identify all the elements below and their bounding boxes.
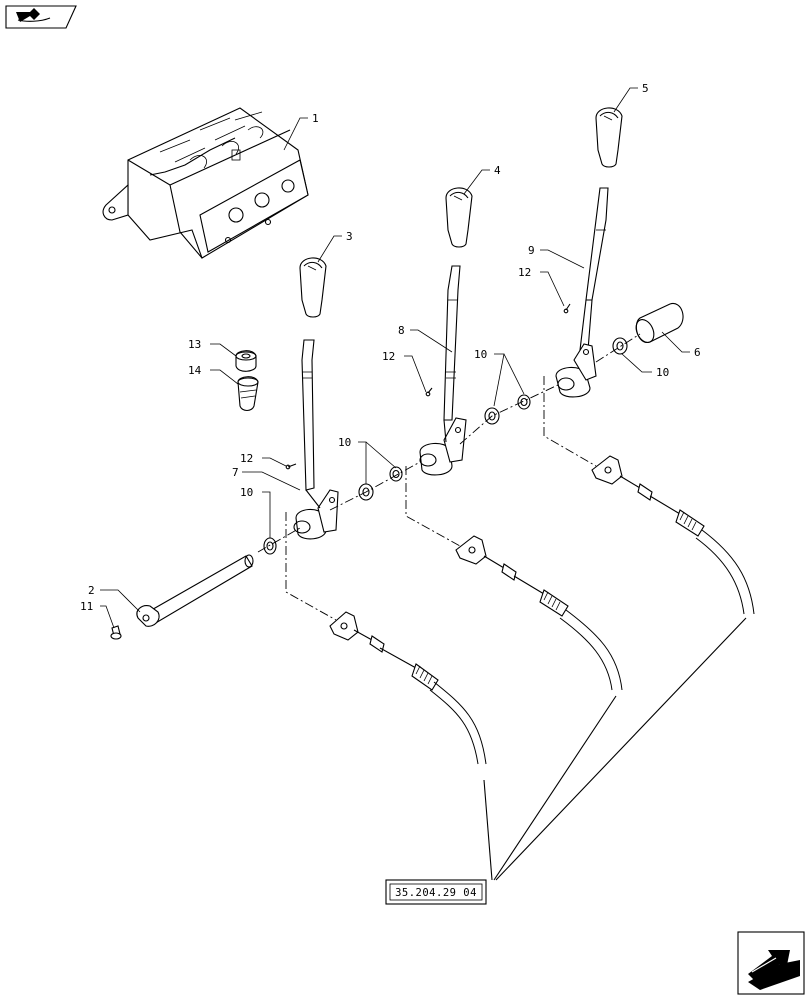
callout-10-b: 10 [338, 436, 351, 449]
roll-pin-12b [425, 387, 433, 397]
callout-6: 6 [694, 346, 701, 359]
callout-1: 1 [312, 112, 319, 125]
book-arrow-icon[interactable] [5, 5, 77, 29]
reference-leaders [483, 617, 747, 881]
callout-10-c: 10 [474, 348, 487, 361]
roll-pin-12c [563, 303, 571, 314]
control-cable-3 [591, 455, 755, 615]
callout-9: 9 [528, 244, 535, 257]
pivot-shaft-2 [136, 554, 254, 627]
screw-11 [110, 625, 122, 640]
threaded-insert-14 [237, 376, 259, 412]
reference-code: 35.204.29 04 [395, 887, 477, 899]
callout-10-a: 10 [240, 486, 253, 499]
control-cable-2 [455, 535, 623, 691]
shift-gate-housing [102, 107, 309, 259]
callout-5: 5 [642, 82, 649, 95]
shift-lever-7 [293, 339, 339, 540]
bushing-6 [635, 303, 684, 343]
nut-13 [235, 350, 257, 372]
knob-4 [445, 187, 473, 248]
callout-13: 13 [188, 338, 201, 351]
roll-pin-12a [285, 463, 297, 470]
knob-5 [595, 107, 623, 168]
shift-lever-8 [419, 265, 467, 476]
callout-4: 4 [494, 164, 501, 177]
callout-labels: 1 3 4 5 6 7 8 9 10 10 10 10 2 11 12 12 1… [80, 82, 701, 613]
knob-3 [299, 257, 327, 318]
callout-3: 3 [346, 230, 353, 243]
callout-leaders [100, 87, 690, 629]
callout-8: 8 [398, 324, 405, 337]
callout-10-d: 10 [656, 366, 669, 379]
callout-14: 14 [188, 364, 202, 377]
reference-box[interactable]: 35.204.29 04 [385, 879, 487, 905]
control-cable-1 [329, 611, 487, 765]
callout-11: 11 [80, 600, 93, 613]
callout-12-a: 12 [240, 452, 253, 465]
assembly-centerlines [257, 333, 641, 621]
callout-2: 2 [88, 584, 95, 597]
shift-lever-9 [555, 187, 609, 398]
callout-7: 7 [232, 466, 239, 479]
callout-12-c: 12 [518, 266, 531, 279]
next-page-arrow-icon[interactable] [737, 931, 805, 995]
callout-12-b: 12 [382, 350, 395, 363]
